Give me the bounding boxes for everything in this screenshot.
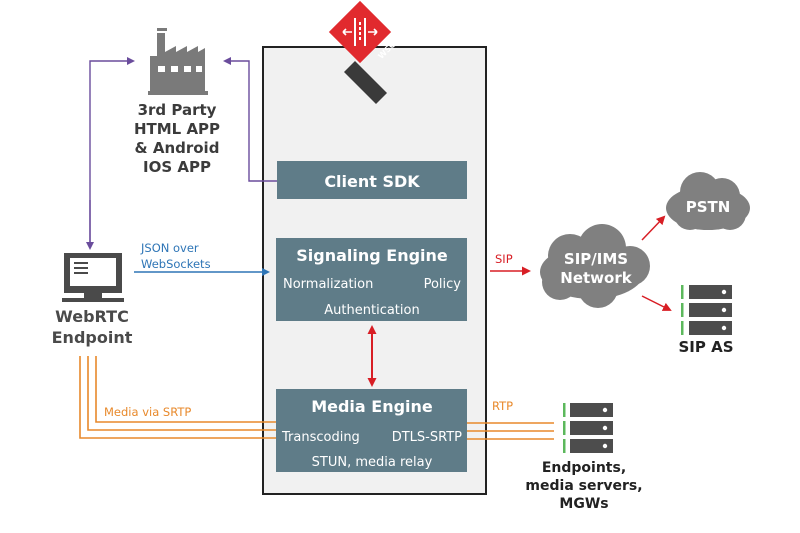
factory-icon	[148, 28, 208, 95]
signaling-item-authentication: Authentication	[324, 303, 419, 318]
rtp-media-lines	[467, 422, 554, 440]
pstn-cloud-icon	[666, 172, 750, 230]
webrtc-label-line-2: Endpoint	[52, 328, 133, 347]
pstn-label: PSTN	[686, 198, 731, 216]
json-label-line-2: WebSockets	[141, 257, 211, 271]
webrtc-to-app-connector	[89, 57, 135, 248]
srtp-media-lines	[79, 356, 276, 439]
third-party-line-2: HTML APP	[134, 120, 220, 138]
sip-ims-line-1: SIP/IMS	[564, 250, 628, 268]
media-item-stun: STUN, media relay	[312, 455, 433, 470]
rtp-label: RTP	[492, 399, 513, 413]
wsc-logo-icon: WSC	[328, 0, 397, 104]
media-engine-box: Media Engine Transcoding DTLS-SRTP STUN,…	[276, 389, 467, 472]
sdk-to-app-connector	[223, 57, 277, 182]
media-item-dtls-srtp: DTLS-SRTP	[392, 430, 462, 445]
endpoints-server-icon	[563, 403, 613, 453]
endpoints-line-1: Endpoints,	[542, 460, 626, 476]
webrtc-label-line-1: WebRTC	[55, 307, 129, 326]
sip-ims-cloud-icon	[540, 224, 650, 308]
monitor-icon	[62, 253, 124, 302]
third-party-line-1: 3rd Party	[138, 101, 217, 119]
signaling-engine-title: Signaling Engine	[296, 246, 448, 265]
json-label-line-1: JSON over	[140, 241, 199, 255]
sip-as-server-icon	[681, 285, 732, 335]
third-party-line-3: & Android	[135, 139, 220, 157]
client-sdk-box: Client SDK	[277, 161, 467, 199]
third-party-line-4: IOS APP	[143, 158, 211, 176]
endpoints-line-3: MGWs	[559, 496, 608, 512]
signaling-item-policy: Policy	[424, 277, 462, 292]
signaling-engine-box: Signaling Engine Normalization Policy Au…	[276, 238, 467, 321]
client-sdk-title: Client SDK	[324, 172, 420, 191]
sip-as-label: SIP AS	[678, 338, 733, 356]
sip-ims-line-2: Network	[560, 269, 632, 287]
media-item-transcoding: Transcoding	[281, 430, 360, 445]
ims-to-sipas-arrow	[641, 295, 672, 311]
ims-to-pstn-arrow	[641, 215, 666, 241]
sip-label: SIP	[495, 252, 513, 266]
endpoints-line-2: media servers,	[525, 478, 642, 494]
signaling-item-normalization: Normalization	[283, 277, 373, 292]
media-engine-title: Media Engine	[311, 397, 433, 416]
srtp-label: Media via SRTP	[104, 405, 191, 419]
